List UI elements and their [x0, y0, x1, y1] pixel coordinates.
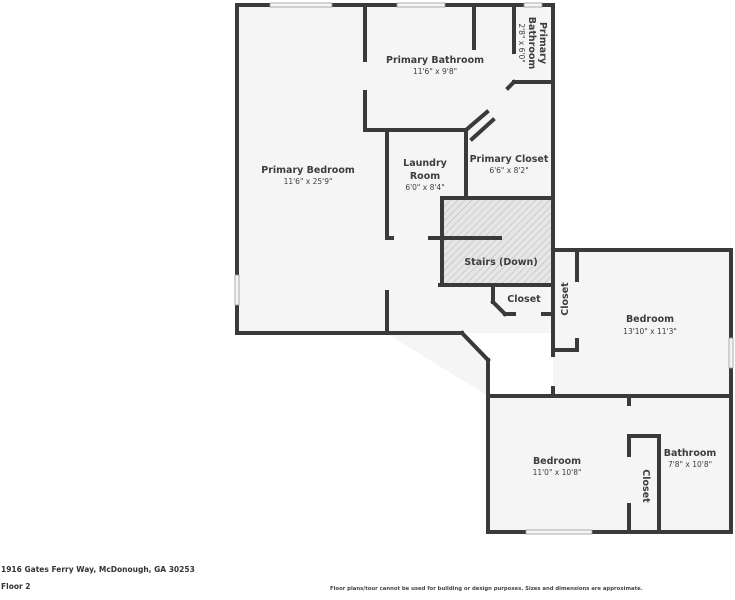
svg-text:Primary Closet: Primary Closet — [470, 154, 549, 165]
disclaimer-text: Floor plans/tour cannot be used for buil… — [330, 586, 643, 592]
property-address: 1916 Gates Ferry Way, McDonough, GA 3025… — [1, 565, 195, 574]
room-name-primary-bedroom: Primary Bedroom — [261, 165, 355, 176]
svg-text:Bedroom: Bedroom — [626, 314, 674, 325]
windows — [234, 2, 734, 535]
svg-text:Primary: Primary — [537, 22, 548, 65]
svg-text:Room: Room — [410, 171, 440, 182]
svg-text:2'8" x 6'0": 2'8" x 6'0" — [517, 23, 526, 62]
stairs-area — [442, 198, 552, 285]
svg-text:Stairs (Down): Stairs (Down) — [464, 257, 537, 268]
floor-label: Floor 2 — [1, 582, 31, 591]
svg-text:6'0" x 8'4": 6'0" x 8'4" — [405, 183, 444, 192]
svg-text:Closet: Closet — [640, 469, 651, 503]
svg-text:Closet: Closet — [560, 282, 571, 316]
svg-text:6'6" x 8'2": 6'6" x 8'2" — [489, 166, 528, 175]
svg-text:Primary Bathroom: Primary Bathroom — [386, 55, 484, 66]
walls — [235, 3, 733, 534]
svg-text:Bathroom: Bathroom — [526, 17, 537, 70]
room-labels: Primary Bedroom 11'6" x 25'9" Primary Ba… — [261, 17, 716, 503]
svg-text:11'6" x 25'9": 11'6" x 25'9" — [284, 177, 333, 186]
svg-text:13'10" x 11'3": 13'10" x 11'3" — [623, 327, 677, 336]
svg-text:7'8" x 10'8": 7'8" x 10'8" — [668, 460, 712, 469]
svg-text:11'0" x 10'8": 11'0" x 10'8" — [533, 468, 582, 477]
svg-text:Laundry: Laundry — [403, 158, 447, 169]
floor-fill — [237, 6, 731, 532]
svg-text:Closet: Closet — [507, 294, 541, 305]
svg-text:Bedroom: Bedroom — [533, 456, 581, 467]
svg-text:11'6" x 9'8": 11'6" x 9'8" — [413, 67, 457, 76]
svg-text:Bathroom: Bathroom — [664, 448, 717, 459]
